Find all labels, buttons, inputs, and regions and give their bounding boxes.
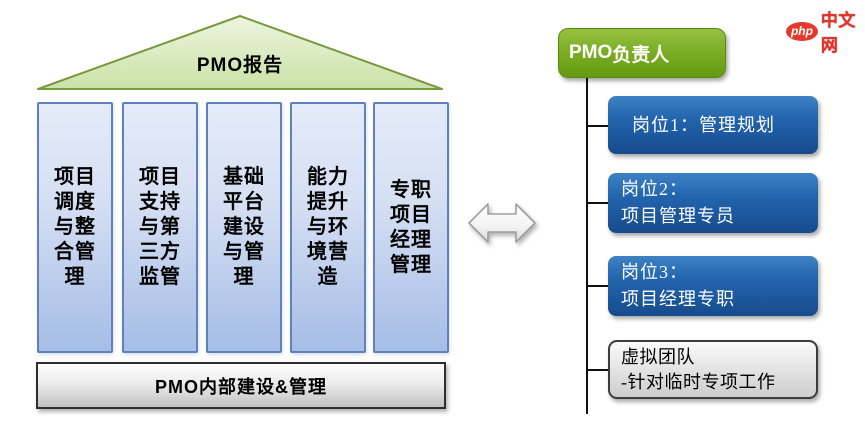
roof-triangle xyxy=(37,15,443,90)
pillar-project-manager-mgmt: 专职 项目 经理 管理 xyxy=(373,102,449,353)
org-connector-stub-1 xyxy=(588,125,609,127)
pillar-platform-construction: 基础 平台 建设 与管 理 xyxy=(206,102,282,353)
pillar-project-scheduling: 项目 调度 与整 合管 理 xyxy=(37,102,113,353)
virtual-team-box: 虚拟团队 -针对临时专项工作 xyxy=(608,340,818,399)
roof-title: PMO报告 xyxy=(196,55,284,76)
org-connector-stub-4 xyxy=(588,369,609,371)
pillar-project-support: 项目 支持 与第 三方 监管 xyxy=(122,102,198,353)
temple-base-bar: PMO内部建设&管理 xyxy=(36,362,446,409)
org-head-prefix: PMO xyxy=(569,42,613,63)
php-logo-site-text: 中文网 xyxy=(820,11,856,55)
org-connector-stub-3 xyxy=(588,285,609,287)
php-cn-logo: php 中文网 xyxy=(786,6,865,56)
position-box-2: 岗位2： 项目管理专员 xyxy=(608,173,818,233)
pillar-capability-improvement: 能力 提升 与环 境营 造 xyxy=(290,102,366,353)
position-box-1: 岗位1：管理规划 xyxy=(608,96,818,154)
org-connector-stub-2 xyxy=(588,202,609,204)
double-arrow-icon xyxy=(468,203,536,243)
org-vertical-connector xyxy=(586,78,588,414)
org-head-suffix: 负责人 xyxy=(612,44,670,66)
position-box-3: 岗位3： 项目经理专职 xyxy=(608,256,818,316)
php-logo-oval-icon: php xyxy=(786,21,818,41)
